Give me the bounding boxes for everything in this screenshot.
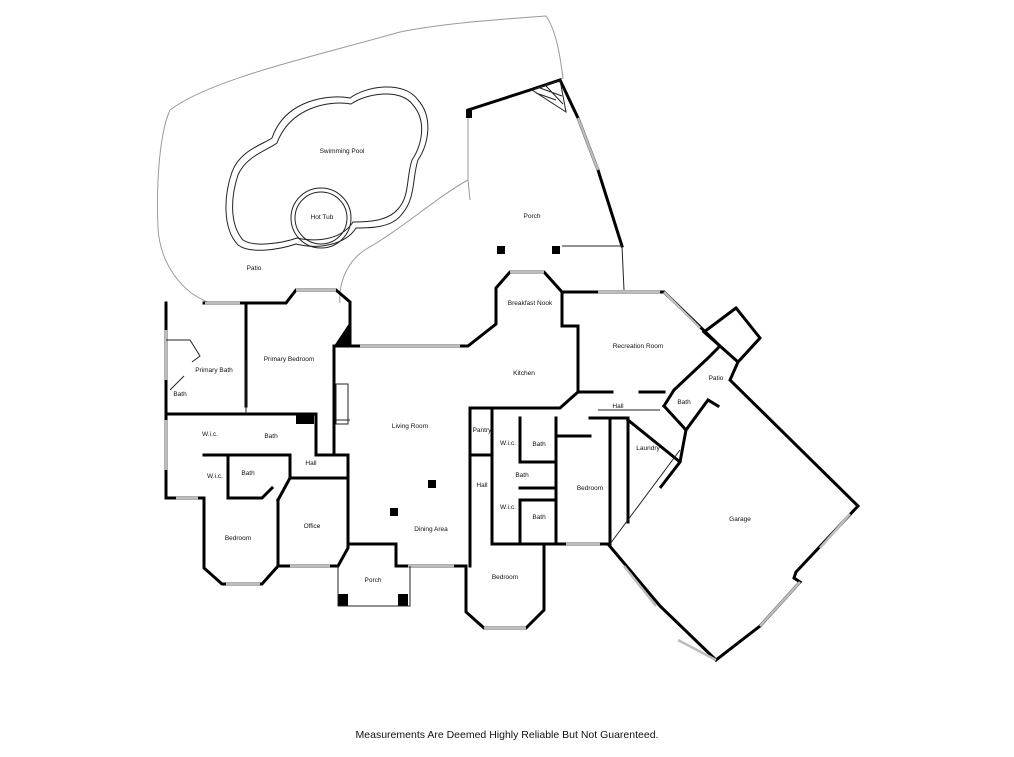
porch-front-outline	[337, 566, 411, 607]
room-label: Bedroom	[577, 485, 603, 492]
room-label: Dining Area	[414, 526, 448, 533]
hot-tub-inner	[294, 191, 348, 245]
room-label: Hall	[612, 403, 624, 410]
room-label: Bedroom	[492, 574, 518, 581]
room-label: Living Room	[392, 423, 428, 430]
fireplace-hearth	[335, 383, 349, 425]
room-labels: Swimming Pool Hot Tub Patio Porch Breakf…	[173, 148, 751, 584]
porch-front-post-1	[338, 594, 348, 606]
room-label: Primary Bedroom	[264, 356, 315, 363]
room-label: Kitchen	[513, 370, 535, 377]
room-label: Pantry	[473, 427, 493, 434]
room-label: Garage	[729, 516, 751, 523]
porch-post-3	[552, 246, 560, 254]
living-column-1	[428, 480, 436, 488]
room-label: Breakfast Nook	[508, 300, 553, 307]
hot-tub-outer	[290, 187, 352, 249]
room-label: Hot Tub	[311, 214, 334, 221]
room-label: Bath	[264, 433, 278, 440]
porch-front-post-2	[398, 594, 408, 606]
room-label: Patio	[709, 375, 724, 382]
room-label: Bath	[515, 472, 529, 479]
fireplace	[334, 322, 350, 346]
room-label: W.i.c.	[500, 440, 516, 447]
living-column-2	[390, 508, 398, 516]
room-label: W.i.c.	[202, 431, 218, 438]
disclaimer-text: Measurements Are Deemed Highly Reliable …	[355, 729, 659, 741]
room-label: Bath	[677, 399, 691, 406]
room-label: Primary Bath	[195, 367, 233, 374]
room-label: Bath	[532, 441, 546, 448]
room-label: Hall	[305, 460, 317, 467]
porch-rear-window	[576, 117, 600, 171]
room-label: Bath	[241, 470, 255, 477]
room-label: Bedroom	[225, 535, 251, 542]
room-label: Laundry	[636, 445, 660, 452]
room-label: W.i.c.	[207, 473, 223, 480]
room-label: Porch	[524, 213, 541, 220]
porch-rear-outline	[467, 110, 471, 201]
room-label: Bath	[173, 391, 187, 398]
room-label: Recreation Room	[613, 343, 664, 350]
porch-post-1	[466, 110, 472, 118]
room-label: Office	[304, 523, 321, 530]
porch-rear-wall	[466, 78, 624, 248]
room-label: Patio	[247, 265, 262, 272]
porch-rear-rail	[562, 245, 625, 291]
pool-outline-outer	[225, 86, 429, 251]
room-label: Hall	[476, 482, 488, 489]
room-label: Bath	[532, 514, 546, 521]
porch-post-2	[497, 246, 505, 254]
pool-outline-inner	[232, 93, 422, 245]
interior-walls	[164, 344, 721, 568]
room-label: W.i.c.	[500, 504, 516, 511]
house-outer-walls	[164, 270, 861, 663]
patio-outline	[157, 15, 564, 304]
windows	[164, 270, 851, 662]
room-label: Porch	[365, 577, 382, 584]
interior-lines	[166, 339, 681, 545]
closet-block	[296, 414, 314, 424]
room-label: Swimming Pool	[320, 148, 365, 155]
stair-hatch	[530, 79, 567, 114]
